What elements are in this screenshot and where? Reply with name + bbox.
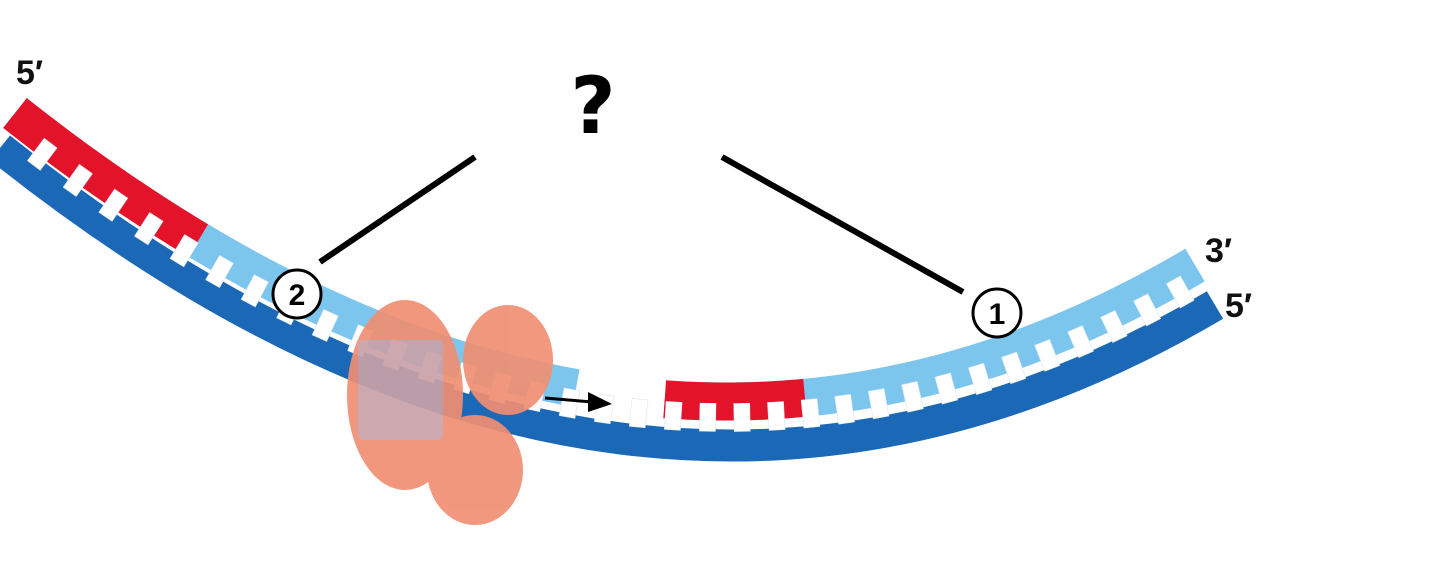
base-pair-rung: [169, 234, 199, 268]
base-pair-rung: [26, 137, 58, 171]
base-pair-rung: [311, 308, 339, 342]
base-pair-rung: [558, 387, 581, 419]
base-pair-rung: [1001, 351, 1027, 385]
question-mark: ?: [570, 62, 615, 152]
marker-2: 2: [271, 268, 323, 320]
bottom-strand-5prime-label: 5′: [1225, 287, 1252, 325]
base-pair-rung: [240, 274, 269, 308]
base-pair-rung: [205, 254, 234, 289]
marker-1-label: 1: [989, 298, 1006, 331]
base-pair-rung: [867, 388, 890, 420]
base-pair-rung: [967, 362, 993, 396]
gap-region: [572, 368, 667, 420]
base-pair-rung: [800, 398, 821, 429]
base-pair-rung: [628, 398, 649, 429]
base-pair-rung: [767, 401, 786, 431]
top-strand-3prime-label: 3′: [1205, 232, 1232, 270]
base-pair-rung: [1100, 310, 1128, 343]
base-pair-rung: [98, 188, 129, 222]
base-pair-rung: [699, 402, 717, 432]
base-pair-rung: [1165, 275, 1195, 309]
marker-2-label: 2: [289, 279, 306, 312]
marker-1: 1: [971, 287, 1023, 339]
base-pair-rung: [733, 402, 751, 432]
base-pair-rung: [1067, 325, 1094, 359]
base-pair-rung: [934, 372, 958, 405]
base-pair-rung: [664, 401, 683, 431]
dna-polymerase: [347, 300, 553, 525]
base-pair-rung: [62, 163, 93, 197]
single-strand-gap: [572, 368, 667, 420]
base-pair-rung: [1034, 339, 1061, 372]
leader-lines: [318, 154, 965, 295]
base-pair-rung: [134, 212, 164, 246]
base-pair-rung: [1133, 293, 1162, 327]
top-strand-5prime-label: 5′: [16, 54, 43, 92]
base-pair-rung: [901, 381, 924, 413]
synthesis-direction-arrow: [544, 392, 612, 412]
base-pair-rung: [834, 393, 855, 425]
